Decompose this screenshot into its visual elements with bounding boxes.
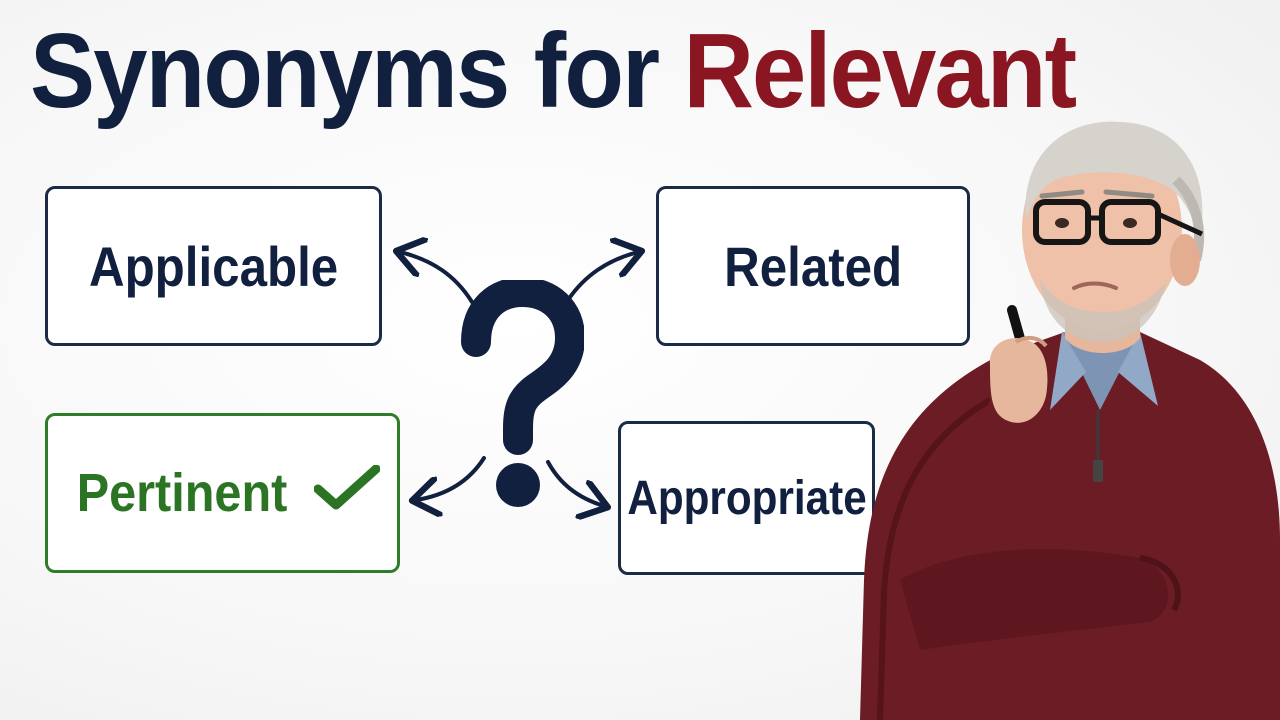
page-title: Synonyms for Relevant xyxy=(30,18,1077,124)
synonym-box-pertinent: Pertinent xyxy=(45,413,400,573)
synonym-appropriate: Appropriate xyxy=(626,471,867,525)
synonym-applicable: Applicable xyxy=(88,234,339,298)
synonym-box-appropriate: Appropriate xyxy=(618,421,875,575)
thinking-man-illustration xyxy=(860,121,1280,720)
synonym-box-applicable: Applicable xyxy=(45,186,382,346)
synonym-related: Related xyxy=(723,234,903,298)
title-highlight: Relevant xyxy=(683,12,1077,130)
checkmark-icon xyxy=(313,462,381,524)
synonym-pertinent: Pertinent xyxy=(77,463,288,523)
title-prefix: Synonyms for xyxy=(30,12,684,130)
synonym-box-related: Related xyxy=(656,186,970,346)
question-mark-icon xyxy=(461,280,584,507)
